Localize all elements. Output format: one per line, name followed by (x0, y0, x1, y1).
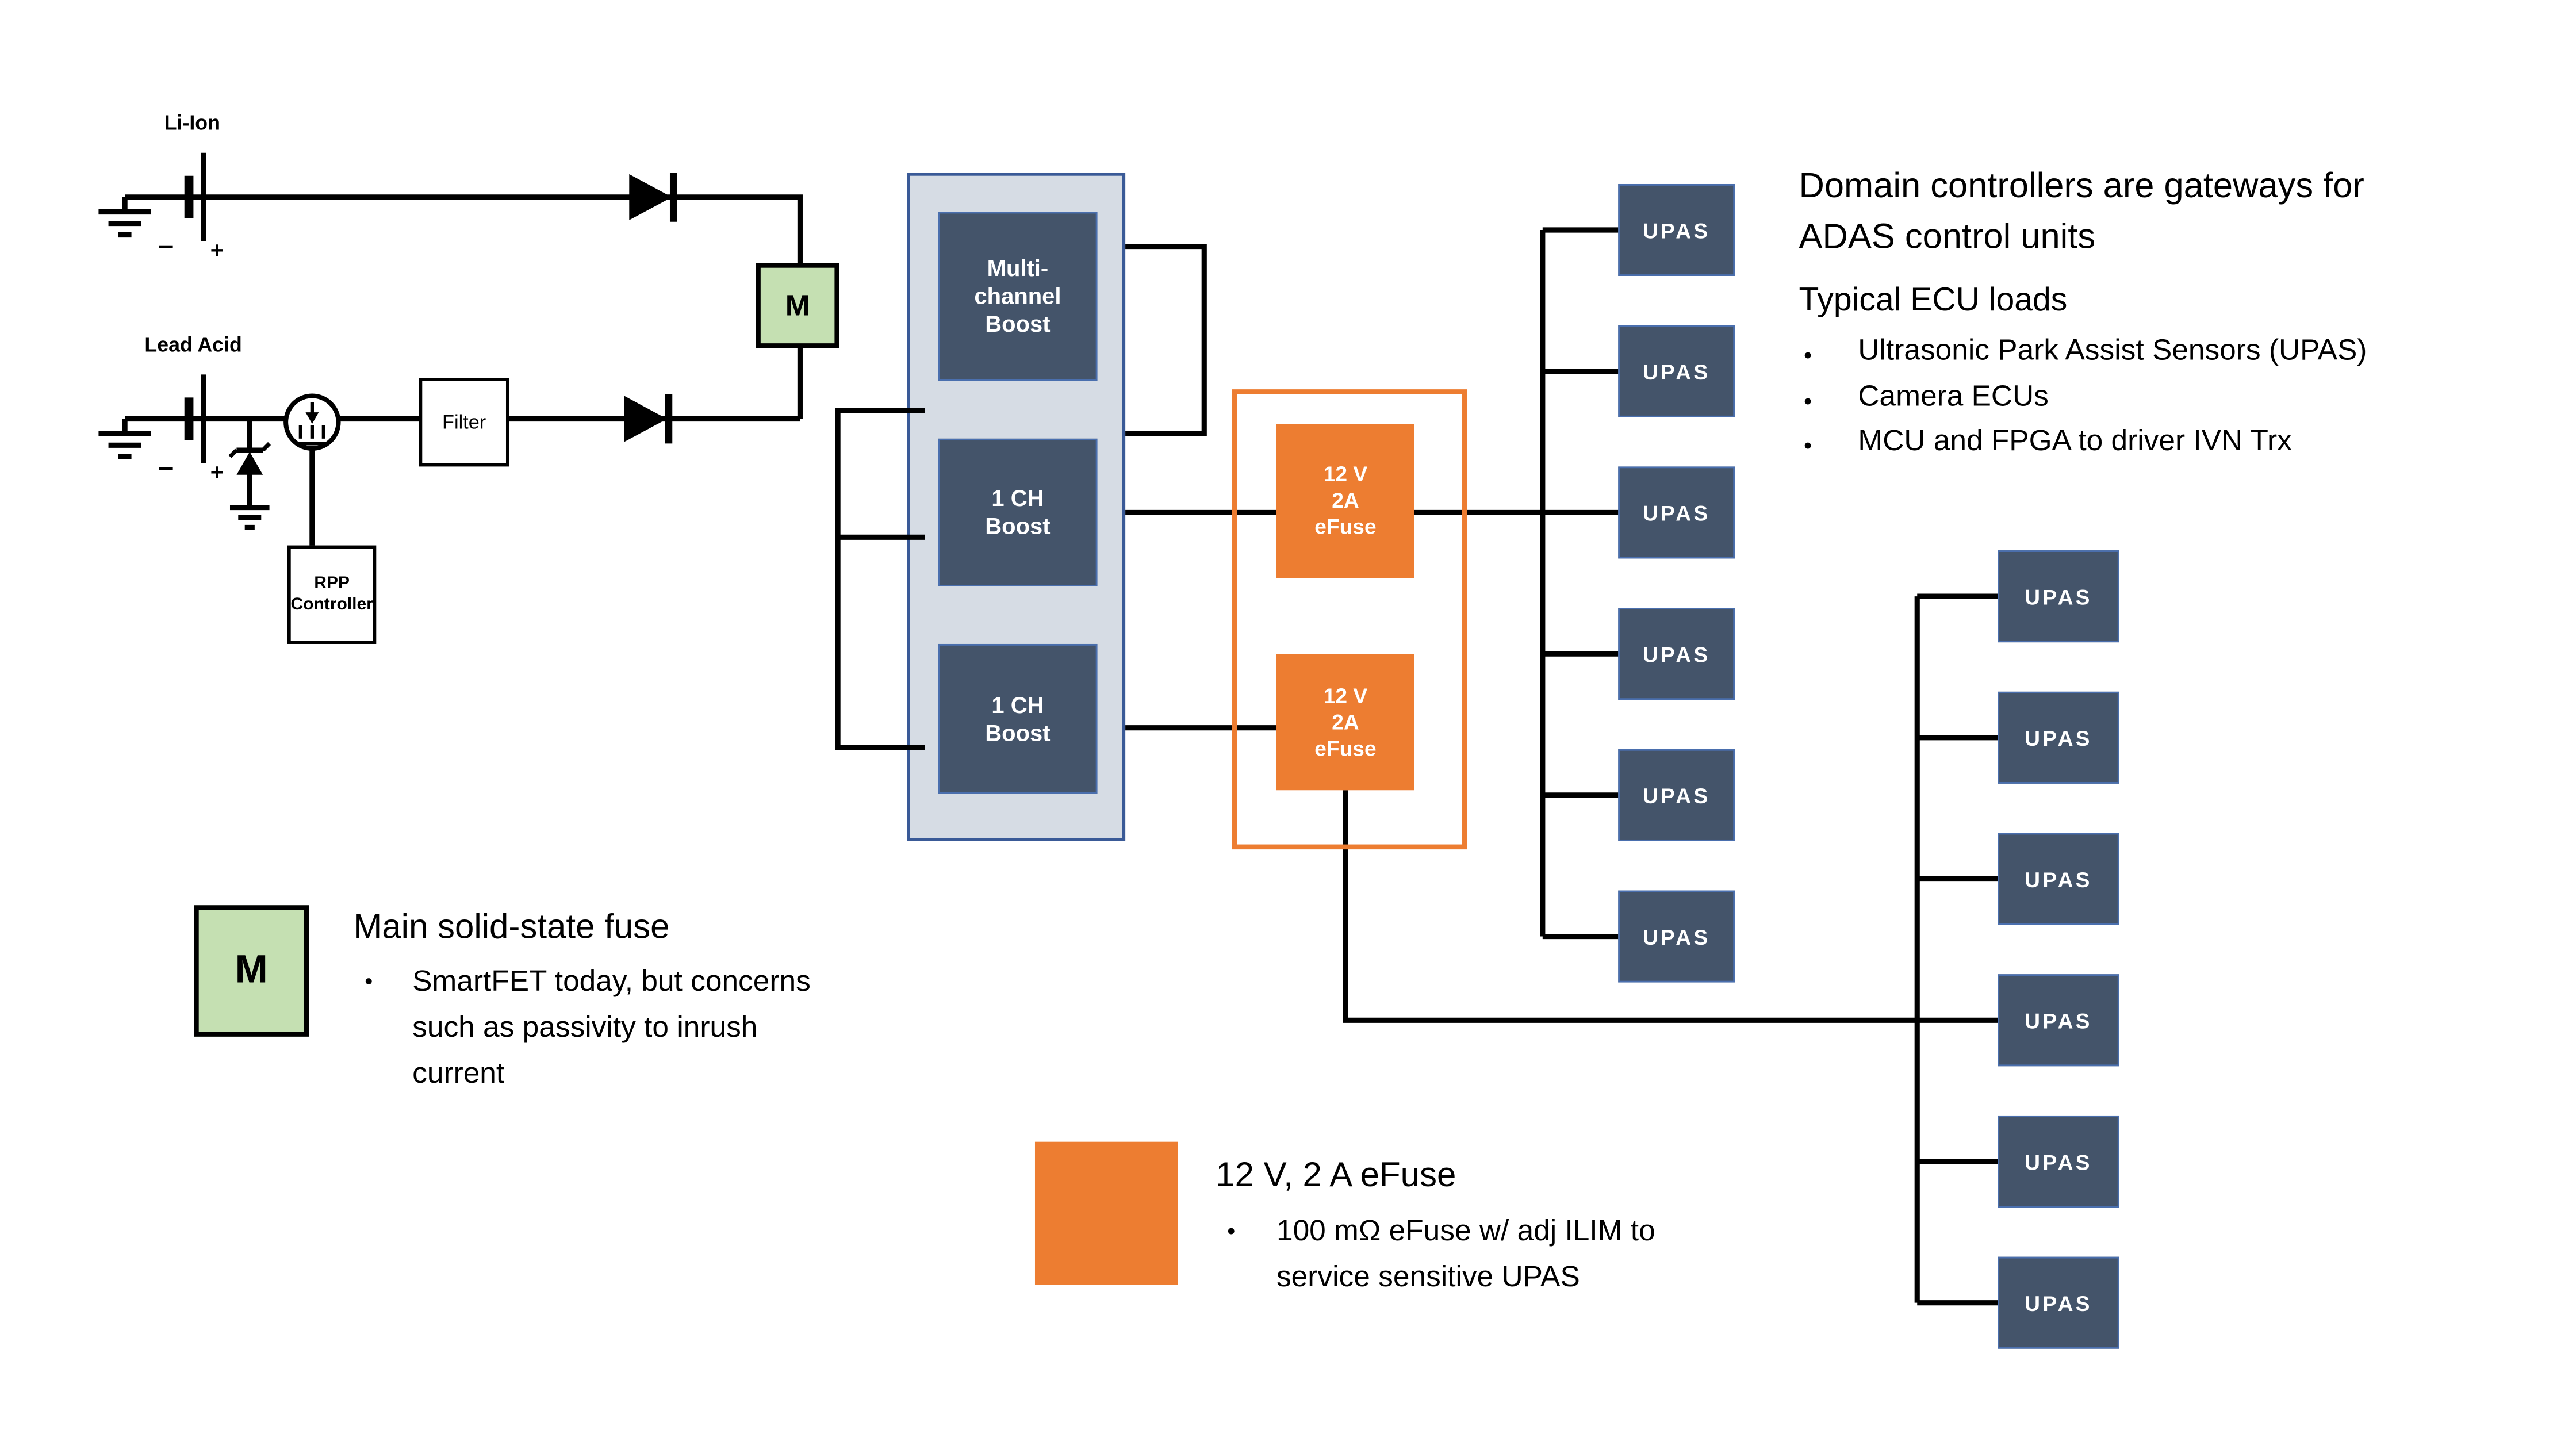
legend-efuse-bullet: 100 mΩ eFuse w/ adj ILIM to service sens… (1276, 1214, 1655, 1293)
boost-input-bus (835, 408, 925, 750)
bullet-icon: • (1804, 342, 1812, 368)
upas-box: UPAS (1998, 550, 2119, 643)
legend-main-fuse-swatch: M (194, 905, 309, 1037)
upas-box: UPAS (1618, 325, 1735, 417)
ground-icon (98, 197, 151, 238)
ground-icon (229, 505, 270, 530)
main-fuse-box: M (756, 263, 839, 348)
lead-acid-label: Lead Acid (144, 333, 242, 356)
upas-box: UPAS (1998, 833, 2119, 925)
diode-icon (629, 172, 677, 222)
upas-box: UPAS (1618, 749, 1735, 841)
multichannel-output-wire (1125, 243, 1207, 436)
ground-icon (98, 419, 151, 459)
upas-box: UPAS (1618, 183, 1735, 276)
svg-text:+: + (210, 238, 224, 263)
svg-text:+: + (210, 459, 224, 485)
upas-box: UPAS (1998, 691, 2119, 784)
notes-subtitle: Typical ECU loads (1799, 282, 2068, 319)
svg-text:−: − (158, 453, 174, 484)
svg-text:−: − (158, 232, 174, 263)
efuse-box-1: 12 V 2A eFuse (1276, 424, 1414, 578)
diode-icon (624, 394, 673, 444)
upas-box: UPAS (1618, 608, 1735, 700)
upas-box: UPAS (1998, 1115, 2119, 1208)
li-ion-wire (125, 194, 803, 263)
legend-main-fuse-title: Main solid-state fuse (353, 908, 670, 946)
upas-box: UPAS (1998, 974, 2119, 1067)
boost-1ch-box-2: 1 CH Boost (938, 643, 1098, 793)
notes-bullet-3: MCU and FPGA to driver IVN Trx (1858, 424, 2292, 457)
legend-efuse-swatch (1034, 1141, 1178, 1285)
bullet-icon: • (1227, 1217, 1236, 1244)
legend-efuse-title: 12 V, 2 A eFuse (1216, 1156, 1456, 1195)
bullet-icon: • (1804, 432, 1812, 459)
efuse-group (1232, 389, 1467, 850)
legend-main-fuse-bullet: SmartFET today, but concerns such as pas… (412, 964, 811, 1090)
mosfet-icon (283, 393, 341, 451)
upas-box: UPAS (1618, 466, 1735, 559)
li-ion-battery-icon: − + (158, 152, 224, 263)
efuse2-feed-wire (1343, 790, 1998, 1023)
zener-diode-icon (228, 442, 271, 475)
filter-box: Filter (419, 378, 509, 467)
lead-acid-battery-icon: − + (158, 374, 224, 485)
notes-title: Domain controllers are gateways for ADAS… (1799, 166, 2364, 256)
notes-bullet-2: Camera ECUs (1858, 379, 2049, 413)
bullet-icon: • (365, 967, 373, 994)
boost-1ch-box-1: 1 CH Boost (938, 438, 1098, 586)
bullet-icon: • (1804, 388, 1812, 414)
li-ion-label: Li-Ion (164, 112, 220, 135)
notes-bullet-1: Ultrasonic Park Assist Sensors (UPAS) (1858, 333, 2367, 367)
multi-channel-boost-box: Multi- channel Boost (938, 212, 1098, 381)
upas-box: UPAS (1618, 890, 1735, 983)
efuse-box-2: 12 V 2A eFuse (1276, 654, 1414, 791)
upas-box: UPAS (1998, 1256, 2119, 1349)
